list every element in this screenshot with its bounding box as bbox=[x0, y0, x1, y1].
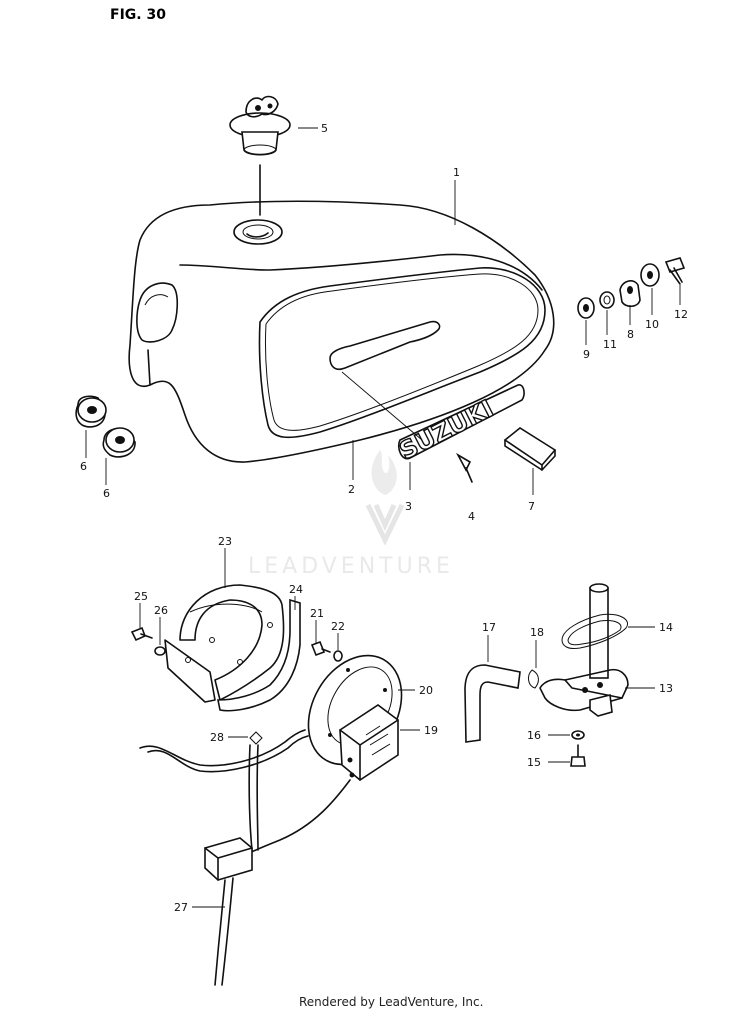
gauge-bracket bbox=[164, 584, 285, 703]
callout-10: 10 bbox=[645, 318, 659, 331]
watermark-text: LEADVENTURE bbox=[248, 554, 454, 579]
callout-13: 13 bbox=[659, 682, 673, 695]
fuel-cap bbox=[229, 95, 291, 216]
fuel-tank bbox=[128, 200, 555, 463]
callout-28: 28 bbox=[210, 731, 224, 744]
callout-20: 20 bbox=[419, 684, 433, 697]
mount-hardware bbox=[577, 257, 686, 319]
footer-credit: Rendered by LeadVenture, Inc. bbox=[299, 995, 483, 1009]
fuel-valve bbox=[539, 583, 629, 717]
callouts: 1 2 3 4 5 6 6 7 8 9 10 11 12 13 14 15 16… bbox=[80, 122, 688, 914]
figure-label: FIG. 30 bbox=[110, 7, 166, 23]
callout-11: 11 bbox=[603, 338, 617, 351]
wire-harness bbox=[139, 729, 351, 986]
callout-8: 8 bbox=[627, 328, 634, 341]
callout-27: 27 bbox=[174, 901, 188, 914]
bracket-screw bbox=[130, 626, 166, 656]
callout-6a: 6 bbox=[80, 460, 87, 473]
callout-25: 25 bbox=[134, 590, 148, 603]
callout-26: 26 bbox=[154, 604, 168, 617]
callout-15: 15 bbox=[527, 756, 541, 769]
callout-22: 22 bbox=[331, 620, 345, 633]
callout-24: 24 bbox=[289, 583, 303, 596]
tank-cushion-front bbox=[75, 395, 107, 428]
callout-23: 23 bbox=[218, 535, 232, 548]
callout-2: 2 bbox=[348, 483, 355, 496]
fuel-level-sender bbox=[339, 704, 399, 781]
watermark: LEADVENTURE bbox=[248, 450, 454, 579]
callout-7: 7 bbox=[528, 500, 535, 513]
callout-1: 1 bbox=[453, 166, 460, 179]
callout-21: 21 bbox=[310, 607, 324, 620]
leader-lines bbox=[85, 127, 681, 908]
rubber-strip bbox=[217, 598, 301, 712]
callout-17: 17 bbox=[482, 621, 496, 634]
callout-16: 16 bbox=[527, 729, 541, 742]
valve-washer bbox=[571, 730, 585, 740]
callout-9: 9 bbox=[583, 348, 590, 361]
valve-o-ring bbox=[561, 613, 628, 649]
callout-18: 18 bbox=[530, 626, 544, 639]
fuel-hose bbox=[464, 664, 521, 743]
callout-3: 3 bbox=[405, 500, 412, 513]
callout-4: 4 bbox=[468, 510, 475, 523]
sender-screw bbox=[310, 640, 343, 662]
callout-6b: 6 bbox=[103, 487, 110, 500]
callout-14: 14 bbox=[659, 621, 673, 634]
hose-clip bbox=[527, 669, 539, 689]
callout-12: 12 bbox=[674, 308, 688, 321]
valve-screw bbox=[570, 744, 586, 767]
tank-cushion-rear bbox=[102, 427, 136, 458]
cushion-pad bbox=[503, 427, 557, 471]
callout-19: 19 bbox=[424, 724, 438, 737]
emblem-screw bbox=[455, 452, 473, 483]
callout-5: 5 bbox=[321, 122, 328, 135]
